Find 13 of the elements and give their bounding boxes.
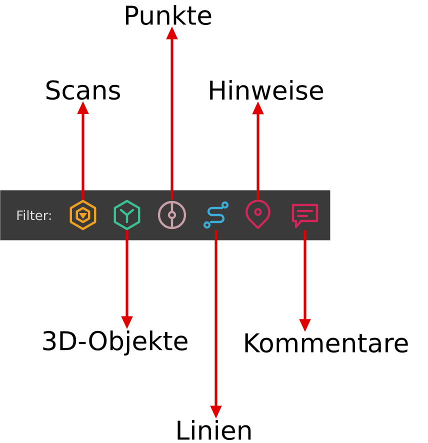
curve-icon: [203, 201, 229, 229]
filter-toolbar: Filter:: [0, 190, 330, 240]
speech-bubble-icon: [292, 204, 318, 228]
arrow-label: Punkte: [126, 4, 212, 25]
cube-icon: [70, 200, 96, 230]
circle-icon: [158, 200, 186, 230]
arrow-label: Hinweise: [210, 80, 324, 100]
arrow-label: Kommentare: [245, 333, 408, 353]
pin-icon: [246, 200, 270, 230]
arrow-label: Linien: [178, 420, 251, 440]
arrow-label: 3D-Objekte: [43, 330, 188, 356]
arrow-label: Scans: [46, 80, 120, 100]
hexagon-icon: [114, 200, 140, 230]
